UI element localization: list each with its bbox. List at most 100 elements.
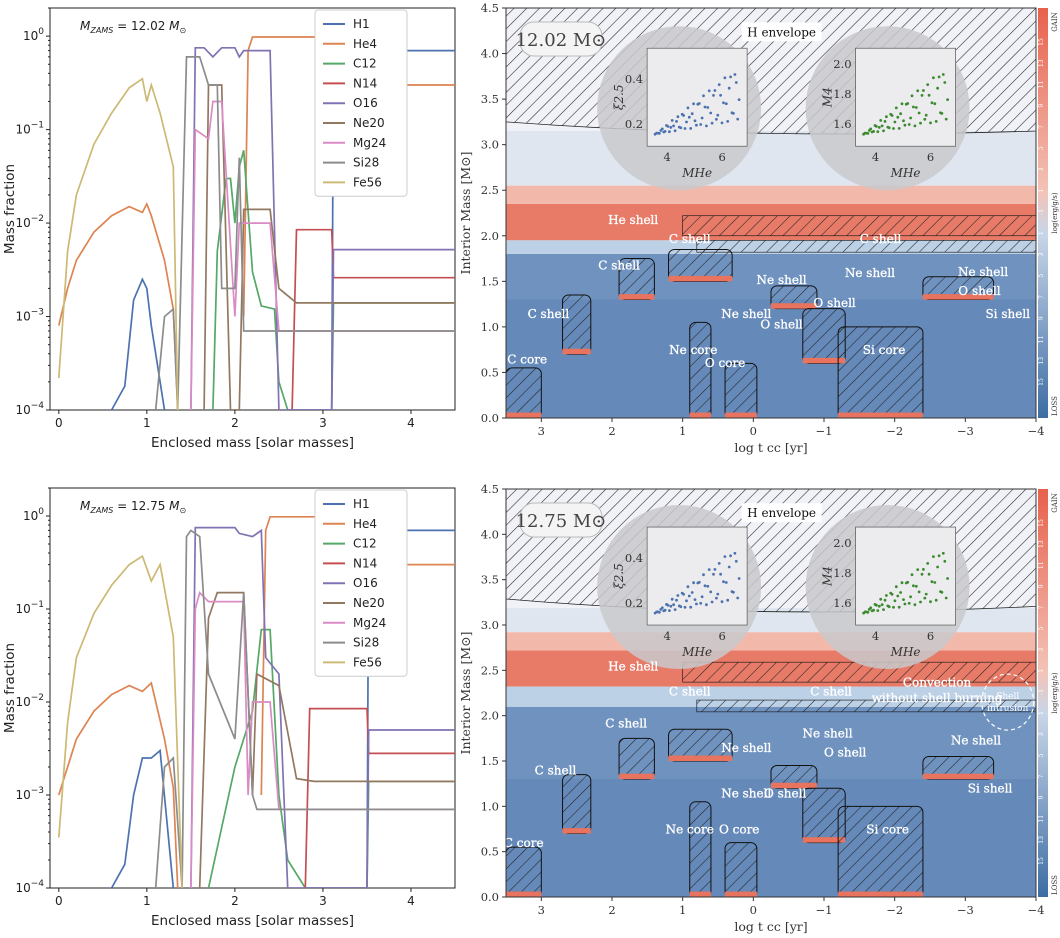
inset-point bbox=[869, 127, 873, 131]
x-tick-label: 0 bbox=[750, 903, 757, 917]
inset-x-label: MHe bbox=[681, 166, 712, 180]
inset-point bbox=[679, 126, 683, 130]
inset-point bbox=[910, 573, 914, 577]
colorbar-tick-label: 13 bbox=[1038, 540, 1045, 548]
inset-y-tick-label: 0.4 bbox=[625, 551, 643, 565]
inner-core-region bbox=[506, 779, 1036, 897]
inset-point bbox=[710, 600, 714, 604]
inset-point bbox=[944, 596, 948, 600]
region-label: O core bbox=[705, 356, 745, 370]
colorbar-tick-label: 3 bbox=[1038, 252, 1045, 256]
inset-point bbox=[700, 595, 704, 599]
legend-label-n14: N14 bbox=[353, 76, 377, 90]
y-tick-label: 10−2 bbox=[15, 214, 44, 230]
o-core-zone bbox=[724, 362, 758, 418]
inset-point bbox=[670, 597, 674, 601]
x-tick-label: 1 bbox=[143, 894, 151, 908]
legend-label-he4: He4 bbox=[353, 37, 377, 51]
inset-point bbox=[668, 130, 671, 134]
y-tick-label: 10−1 bbox=[15, 121, 44, 137]
series-line-n14 bbox=[291, 228, 455, 410]
y-axis-label: Mass fraction bbox=[2, 164, 18, 254]
inset-point bbox=[658, 132, 661, 135]
y-tick-label: 2.0 bbox=[481, 229, 499, 243]
inset-point bbox=[709, 590, 713, 594]
y-axis-label: Mass fraction bbox=[2, 643, 18, 733]
h-envelope-label-bg bbox=[741, 22, 822, 42]
inset-y-tick-label: 2.0 bbox=[833, 57, 851, 71]
c-shell-zone-2-burning bbox=[619, 294, 655, 300]
o-core-zone-burning bbox=[725, 891, 757, 897]
legend-label-o16: O16 bbox=[353, 96, 378, 110]
legend-label-c12: C12 bbox=[353, 57, 377, 71]
series-line-fe56 bbox=[57, 554, 183, 888]
y-tick-label: 3.0 bbox=[481, 618, 499, 632]
region-label: O shell bbox=[813, 296, 855, 310]
inset-point bbox=[934, 120, 938, 123]
inset-point bbox=[906, 580, 910, 584]
colorbar-tick-label: 5 bbox=[1038, 274, 1045, 278]
x-tick-label: 3 bbox=[538, 903, 545, 917]
colorbar-tick-label: 7 bbox=[1038, 295, 1045, 299]
legend-label-h1: H1 bbox=[353, 497, 370, 511]
inset-y-tick-label: 1.6 bbox=[833, 596, 851, 610]
colorbar-label: log(erg/g/s) bbox=[1051, 192, 1059, 233]
region-label: Ne shell bbox=[721, 786, 771, 800]
inset-point bbox=[713, 89, 717, 92]
inset-point bbox=[903, 123, 907, 127]
mass-label-bg bbox=[519, 21, 603, 57]
inset-point bbox=[666, 125, 670, 128]
x-tick-label: 0 bbox=[55, 416, 63, 430]
series-line-he4 bbox=[57, 681, 179, 888]
c-shell-zone-1-burning bbox=[562, 828, 591, 834]
x-tick-label: −4 bbox=[1028, 424, 1045, 438]
inset-point bbox=[702, 94, 705, 98]
x-tick-label: −1 bbox=[816, 903, 833, 917]
inset-point bbox=[944, 117, 948, 121]
inset-point bbox=[934, 598, 938, 602]
mass-label: 12.02 M⊙ bbox=[516, 30, 607, 51]
mass-label: 12.75 M⊙ bbox=[516, 511, 607, 532]
region-label: Ne core bbox=[666, 823, 714, 837]
inset-point bbox=[894, 106, 898, 110]
inset-point bbox=[693, 598, 697, 601]
inset-point bbox=[899, 591, 902, 594]
inset-point bbox=[876, 609, 880, 612]
inset-point bbox=[916, 568, 920, 571]
inset-point bbox=[875, 603, 878, 607]
x-tick-label: 3 bbox=[538, 424, 545, 438]
inset-point bbox=[937, 75, 941, 79]
region-label: O core bbox=[719, 823, 759, 837]
inset-point bbox=[724, 102, 728, 106]
plot-frame bbox=[505, 488, 1037, 898]
region-label: C core bbox=[504, 836, 544, 850]
inset-point bbox=[703, 584, 707, 588]
inset-point bbox=[882, 608, 885, 611]
inset-point bbox=[922, 568, 925, 571]
inset-point bbox=[726, 598, 730, 602]
inset-point bbox=[922, 89, 925, 92]
inset-point bbox=[909, 595, 912, 599]
inset-m4-frame bbox=[855, 47, 956, 147]
series-line-fe56 bbox=[57, 77, 179, 410]
region-label: O shell bbox=[824, 745, 866, 759]
region-label: O shell bbox=[764, 786, 806, 800]
inset-point bbox=[924, 113, 928, 117]
inset-y-tick-label: 2.0 bbox=[833, 536, 851, 550]
x-tick-label: 0 bbox=[750, 424, 757, 438]
inset-x-tick-label: 4 bbox=[872, 629, 879, 643]
inset-point bbox=[876, 130, 880, 134]
inset-point bbox=[869, 606, 873, 610]
x-tick-label: −4 bbox=[1028, 903, 1045, 917]
inset-point bbox=[675, 598, 678, 602]
legend-box bbox=[314, 489, 408, 677]
inset-point bbox=[716, 592, 720, 596]
colorbar-tick-label: 13 bbox=[1038, 836, 1045, 844]
inset-point bbox=[872, 608, 875, 612]
inset-point bbox=[909, 116, 912, 120]
inset-point bbox=[919, 600, 922, 604]
inset-point bbox=[890, 114, 894, 117]
inset-x-label: MHe bbox=[681, 645, 712, 659]
